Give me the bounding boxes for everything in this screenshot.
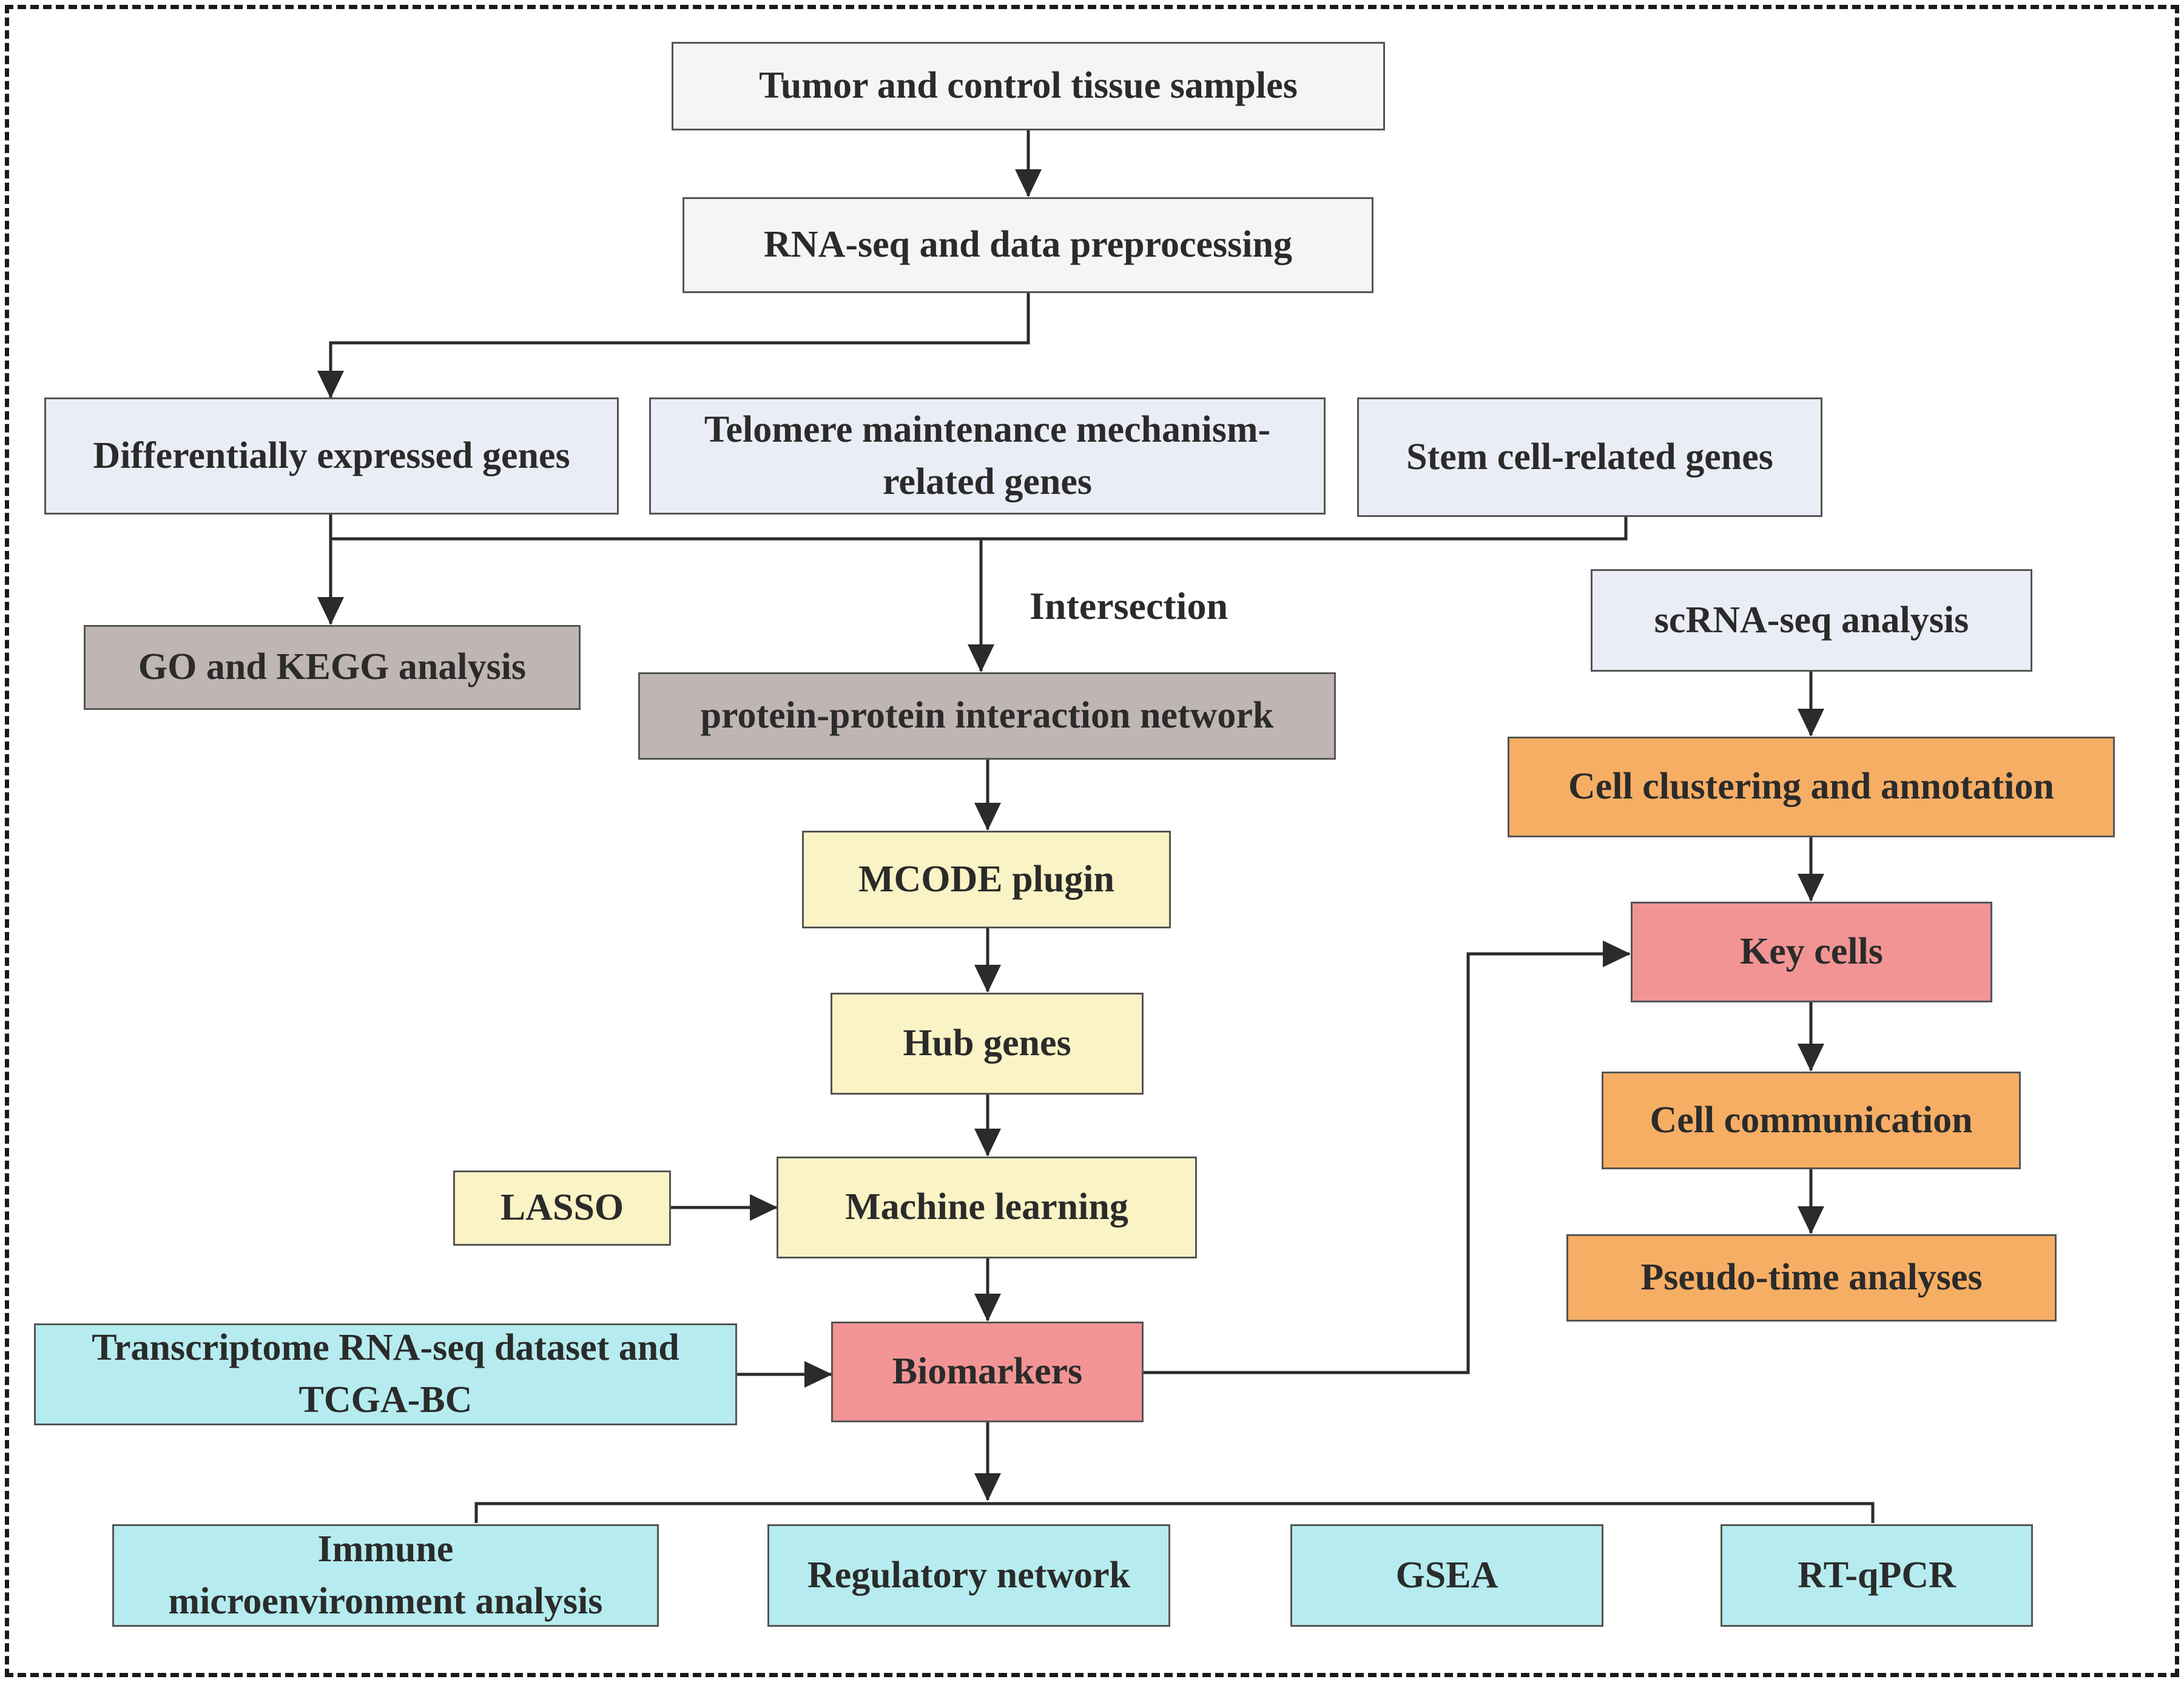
dashed-border: [5, 5, 2179, 1677]
node-scrna-analysis: scRNA-seq analysis: [1591, 569, 2032, 672]
node-mcode-plugin: MCODE plugin: [802, 831, 1171, 928]
bottom-bracket: [474, 1502, 1875, 1523]
node-differentially-expressed-genes: Differentially expressed genes: [44, 397, 619, 515]
node-rnaseq-preprocessing: RNA-seq and data preprocessing: [682, 197, 1373, 293]
node-telomere-genes: Telomere maintenance mechanism- related …: [649, 397, 1326, 515]
node-biomarkers: Biomarkers: [831, 1322, 1144, 1422]
node-machine-learning: Machine learning: [777, 1157, 1197, 1258]
node-lasso: LASSO: [453, 1170, 671, 1246]
node-gsea: GSEA: [1290, 1524, 1603, 1627]
arrow-biomarkers-to-keycells: [1144, 941, 1631, 1374]
node-ppi-network: protein-protein interaction network: [638, 672, 1336, 760]
node-pseudo-time: Pseudo-time analyses: [1566, 1234, 2057, 1322]
node-cell-communication: Cell communication: [1602, 1072, 2021, 1169]
node-rt-qpcr: RT-qPCR: [1721, 1524, 2033, 1627]
node-hub-genes: Hub genes: [831, 993, 1144, 1095]
node-regulatory-network: Regulatory network: [767, 1524, 1170, 1627]
node-tissue-samples: Tumor and control tissue samples: [672, 42, 1385, 130]
node-cell-clustering: Cell clustering and annotation: [1508, 737, 2115, 837]
intersection-label: Intersection: [1030, 584, 1228, 627]
node-stem-cell-genes: Stem cell-related genes: [1357, 397, 1822, 517]
node-key-cells: Key cells: [1631, 902, 1992, 1002]
node-go-kegg: GO and KEGG analysis: [84, 625, 581, 710]
arrow-rnaseq-to-degs: [317, 293, 1030, 399]
node-immune-microenvironment: Immune microenvironment analysis: [112, 1524, 659, 1627]
node-tcga-dataset: Transcriptome RNA-seq dataset and TCGA-B…: [34, 1323, 737, 1425]
merge-line: [329, 515, 1628, 541]
